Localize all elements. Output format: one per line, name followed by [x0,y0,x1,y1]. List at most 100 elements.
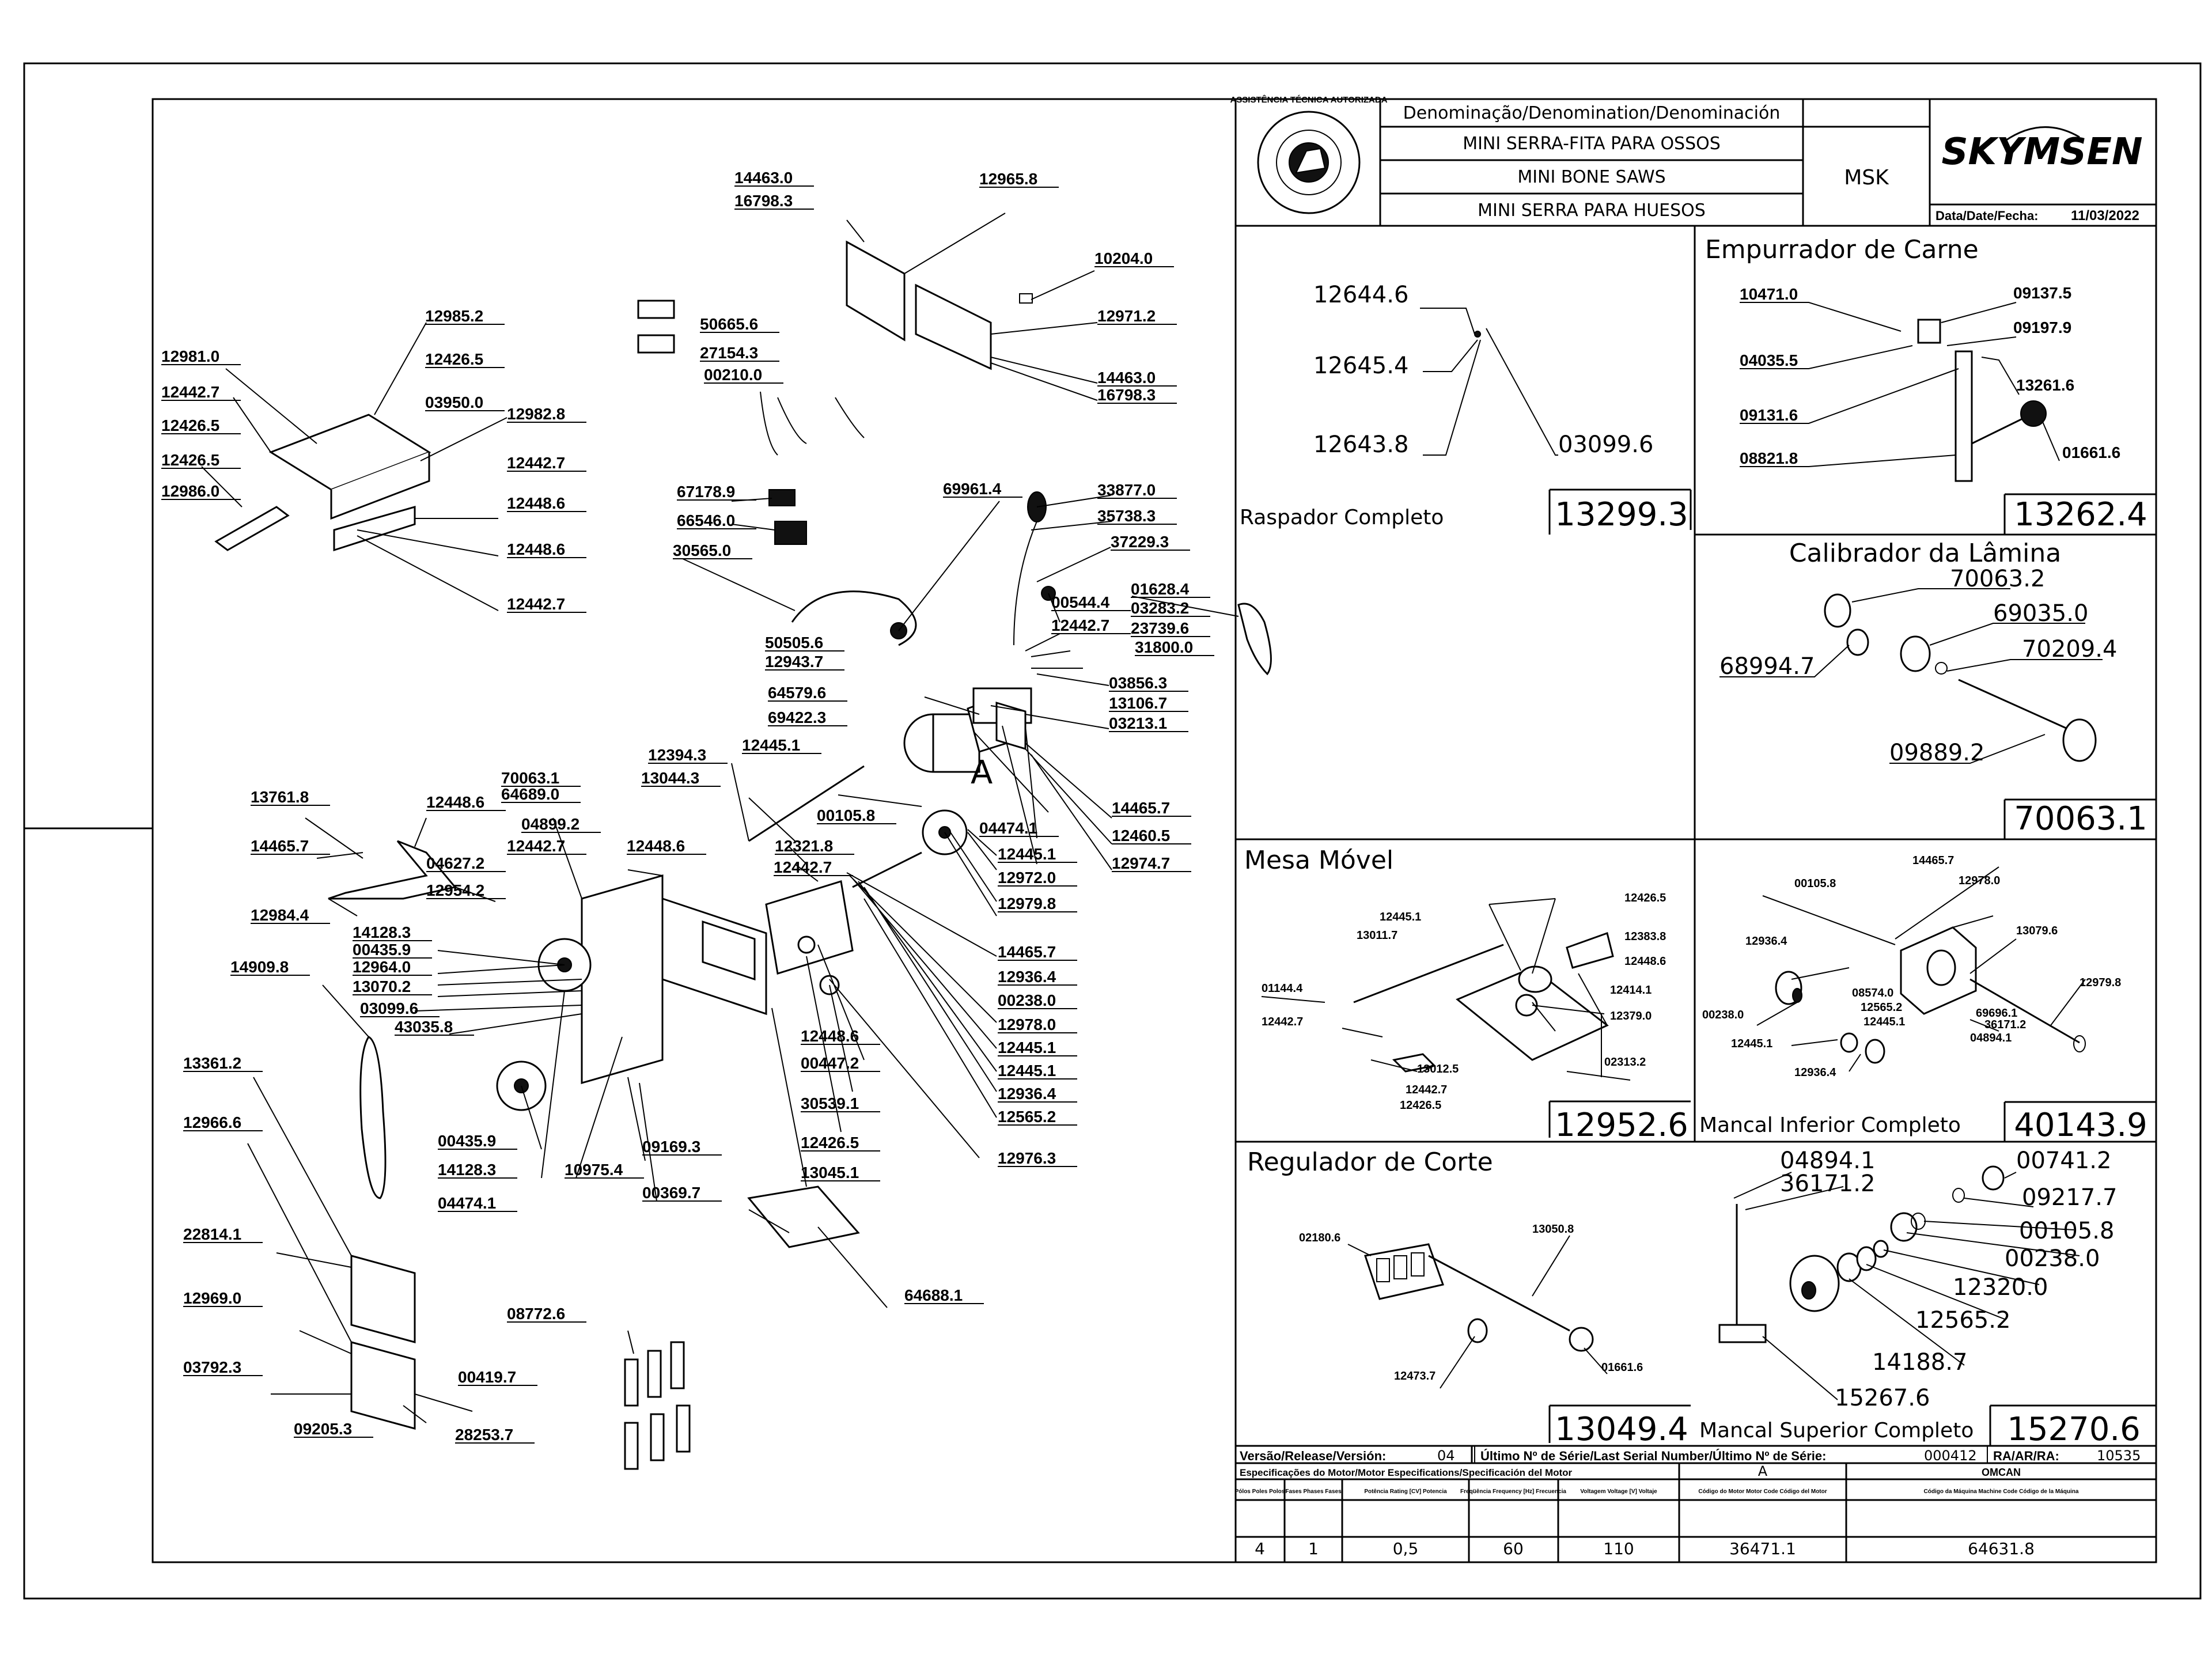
part-number-label: 12974.7 [1112,854,1170,872]
mancal-sup-label: 12565.2 [1915,1307,2010,1334]
raspador-label: 03099.6 [1558,431,1653,458]
part-number-label: 12565.2 [998,1108,1056,1126]
callout-a: A [971,754,993,791]
power-value: 0,5 [1393,1539,1419,1558]
part-number-label: 70063.1 [501,769,559,787]
mancal-inf-label: 08574.0 [1852,987,1893,999]
part-number-label: 22814.1 [183,1225,241,1243]
mancal-inf-label: 04894.1 [1970,1032,2012,1044]
mancal-sup-label: 00238.0 [2005,1245,2100,1272]
serial-label: Último Nº de Série/Last Serial Number/Úl… [1480,1449,1826,1463]
part-number-label: 10975.4 [565,1161,623,1179]
part-number-label: 12448.6 [507,494,565,512]
part-number-label: 03856.3 [1109,674,1167,692]
raspador-title: Raspador Completo [1240,506,1444,529]
part-number-label: 64579.6 [768,684,826,702]
part-number-label: 14465.7 [1112,799,1170,817]
part-number-label: 12448.6 [801,1027,859,1045]
mancal-inf-label: 69696.1 [1976,1007,2017,1020]
part-number-label: 12442.7 [507,454,565,472]
part-number-label: 12978.0 [998,1016,1056,1033]
authorized-assistance-seal [1257,111,1361,214]
part-number-label: 12964.0 [353,958,411,976]
part-number-label: 16798.3 [734,192,793,210]
part-number-label: 09169.3 [642,1138,700,1156]
mesa-label: 12379.0 [1610,1010,1652,1022]
mesa-label: 12383.8 [1624,930,1666,943]
regulador-label: 12473.7 [1394,1370,1435,1382]
freq-value: 60 [1503,1539,1524,1558]
part-number-label: 69961.4 [943,480,1002,498]
part-number-label: 03213.1 [1109,714,1167,732]
mancal-inf-label: 12978.0 [1959,874,2000,887]
mesa-label: 12448.6 [1624,955,1666,968]
outer-border [23,62,2202,1600]
calibrador-code: 70063.1 [2014,800,2147,838]
part-number-label: 00238.0 [998,991,1056,1009]
part-number-label: 00544.4 [1051,593,1110,611]
part-number-label: 04474.1 [979,819,1037,837]
part-number-label: 12426.5 [425,350,483,368]
part-number-label: 50505.6 [765,634,823,652]
part-number-label: 08772.6 [507,1305,565,1323]
part-number-label: 16798.3 [1097,386,1156,404]
empurrador-code: 13262.4 [2014,496,2147,533]
version-value: 04 [1437,1448,1455,1464]
part-number-label: 12321.8 [775,837,833,855]
serial-value: 000412 [1924,1448,1977,1464]
part-number-label: 14463.0 [734,169,793,187]
empurrador-label: 01661.6 [2062,444,2120,461]
col-power: Potência Rating [CV] Potencia [1364,1488,1447,1495]
mancal-sup-label: 09217.7 [2022,1184,2117,1211]
part-number-label: 04627.2 [426,854,484,872]
part-number-label: 37229.3 [1111,533,1169,551]
date-value: 11/03/2022 [2071,208,2139,224]
mancal-sup-label: 15267.6 [1835,1385,1930,1411]
calibrador-label: 09889.2 [1889,740,1984,766]
part-number-label: 12936.4 [998,1085,1056,1103]
title-block [1379,99,2156,226]
part-number-label: 14909.8 [230,958,289,976]
main-exploded-view [201,213,1272,1470]
mancal-inf-title: Mancal Inferior Completo [1699,1113,1961,1137]
mesa-label: 12445.1 [1380,911,1421,923]
empurrador-label: 09137.5 [2013,284,2071,302]
ra-label: RA/AR/RA: [1993,1449,2059,1463]
part-number-label: 35738.3 [1097,507,1156,525]
mancal-inf-label: 12445.1 [1863,1016,1905,1028]
motor-spec-label: Especificações do Motor/Motor Especifica… [1240,1467,1573,1478]
mesa-title: Mesa Móvel [1244,846,1393,875]
part-number-label: 13361.2 [183,1054,241,1072]
empurrador-label: 04035.5 [1740,351,1798,369]
mancal-sup-code: 15270.6 [2007,1411,2141,1448]
empurrador-label: 13261.6 [2016,376,2074,394]
part-number-label: 12445.1 [742,736,800,754]
part-number-label: 12954.2 [426,881,484,899]
part-number-label: 12943.7 [765,653,823,671]
col-machine-code: Código da Máquina Machine Code Código de… [1924,1488,2079,1495]
part-number-label: 12966.6 [183,1113,241,1131]
part-number-label: 14463.0 [1097,369,1156,387]
part-number-label: 13070.2 [353,978,411,995]
mesa-label: 13011.7 [1357,929,1397,942]
mancal-sup-label: 14188.7 [1872,1349,1967,1376]
mancal-sup-label: 00105.8 [2019,1218,2114,1244]
part-number-label: 03950.0 [425,393,483,411]
part-number-label: 00435.9 [438,1132,496,1150]
empurrador-label: 09131.6 [1740,406,1798,424]
poles-value: 4 [1255,1539,1265,1558]
regulador-title: Regulador de Corte [1247,1147,1493,1177]
regulador-drawing [1347,1235,1691,1443]
model-code: MSK [1844,166,1889,190]
part-number-label: 00210.0 [704,366,762,384]
empurrador-label: 09197.9 [2013,319,2071,336]
part-number-label: 50665.6 [700,315,758,333]
part-number-label: 64689.0 [501,785,559,803]
part-number-label: 12936.4 [998,968,1056,986]
regulador-label: 01661.6 [1601,1361,1643,1374]
date-label: Data/Date/Fecha: [1936,209,2039,223]
empurrador-label: 08821.8 [1740,449,1798,467]
voltage-value: 110 [1603,1539,1634,1558]
mancal-inferior-drawing [1756,866,2156,1142]
